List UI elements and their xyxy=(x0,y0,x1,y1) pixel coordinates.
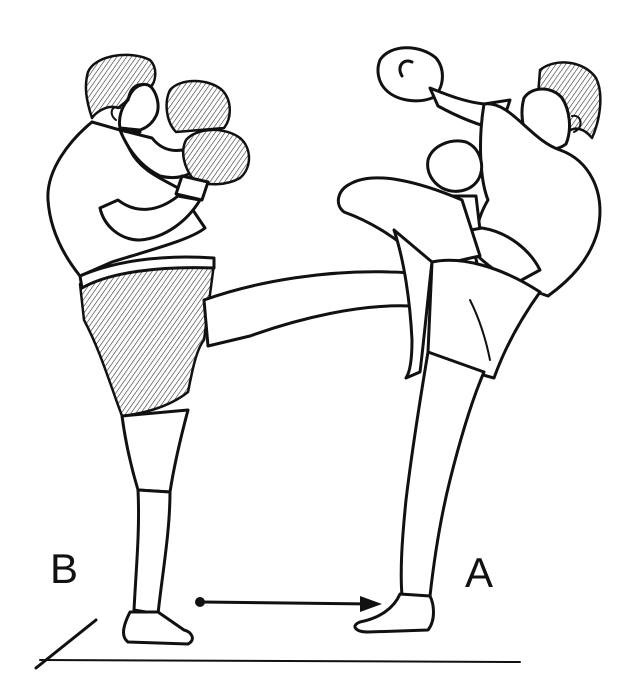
ground-slash xyxy=(34,618,98,670)
fighter-b xyxy=(46,53,480,646)
distance-arrow-shaft xyxy=(200,600,374,606)
ground-and-arrow xyxy=(34,596,521,670)
distance-arrow-head xyxy=(360,596,382,612)
fighter-a-ear xyxy=(571,114,582,133)
fighter-a-standing-foot xyxy=(353,592,435,634)
fighter-b-back-arm xyxy=(118,128,198,180)
fighter-b-glove-cuff xyxy=(174,174,210,202)
fighter-b-torso xyxy=(46,120,207,278)
fighter-b-face xyxy=(118,83,160,132)
fighter-b-standing-thigh xyxy=(120,408,190,494)
fighter-b-rear-glove xyxy=(165,79,231,134)
fighter-a-glove-thumb xyxy=(398,59,414,78)
fighter-b-front-arm xyxy=(98,194,202,242)
fighter-b-standing-shin xyxy=(132,488,172,616)
fighter-b-standing-foot xyxy=(122,610,194,646)
fighter-b-label: B xyxy=(50,545,79,592)
fighter-b-shorts xyxy=(78,262,216,418)
fighter-a xyxy=(336,46,602,634)
fighter-a-raised-shin xyxy=(392,228,434,380)
fighter-b-waistband xyxy=(78,255,216,290)
fighter-b-front-glove xyxy=(182,128,251,186)
fighter-a-raised-glove xyxy=(376,46,444,103)
fighter-a-shorts-stripe xyxy=(469,299,491,361)
fighter-a-label: A xyxy=(465,549,494,596)
ground-line xyxy=(39,659,521,663)
distance-arrow-tail xyxy=(195,597,205,607)
fighter-a-front-glove xyxy=(426,139,483,193)
fighter-b-ear xyxy=(110,106,121,121)
